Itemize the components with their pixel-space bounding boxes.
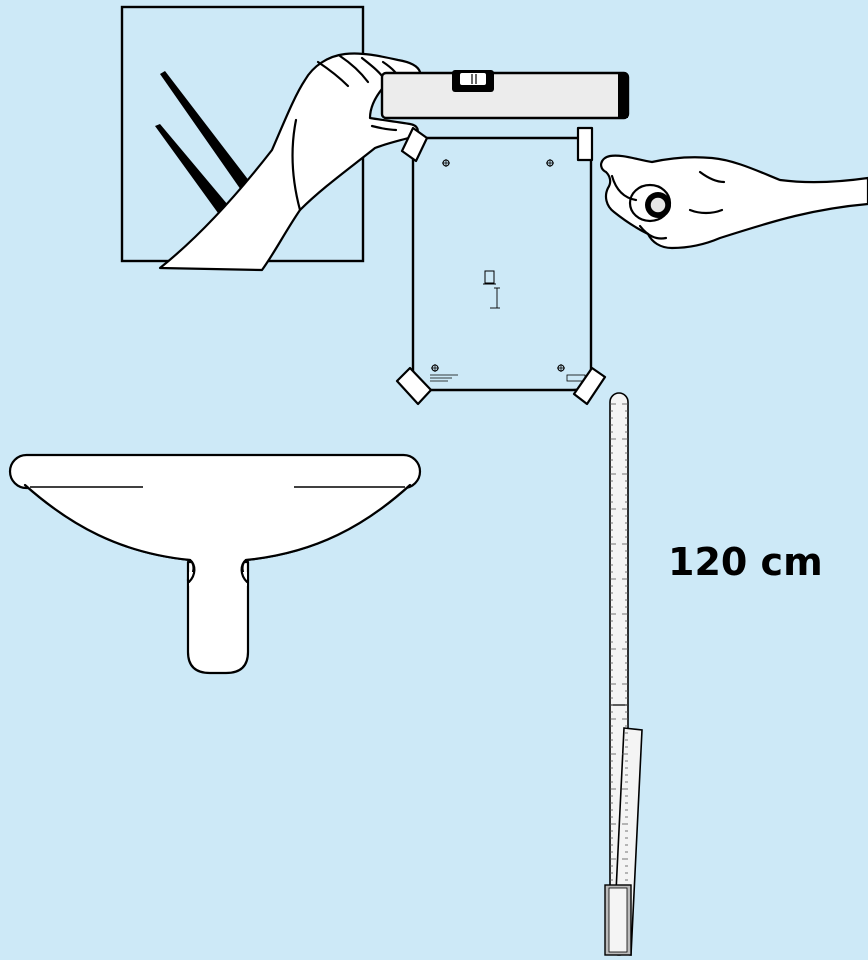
spirit-level [380, 70, 630, 120]
washbasin [8, 453, 422, 675]
folding-rule [604, 392, 643, 956]
tape-strips [395, 126, 607, 406]
right-hand [600, 154, 868, 250]
measurement-label: 120 cm [668, 540, 823, 584]
dispenser-marker-icon [483, 270, 500, 309]
screw-hole-icons [431, 159, 565, 372]
mounting-template [411, 136, 593, 392]
rule-tick-marks [610, 403, 628, 881]
